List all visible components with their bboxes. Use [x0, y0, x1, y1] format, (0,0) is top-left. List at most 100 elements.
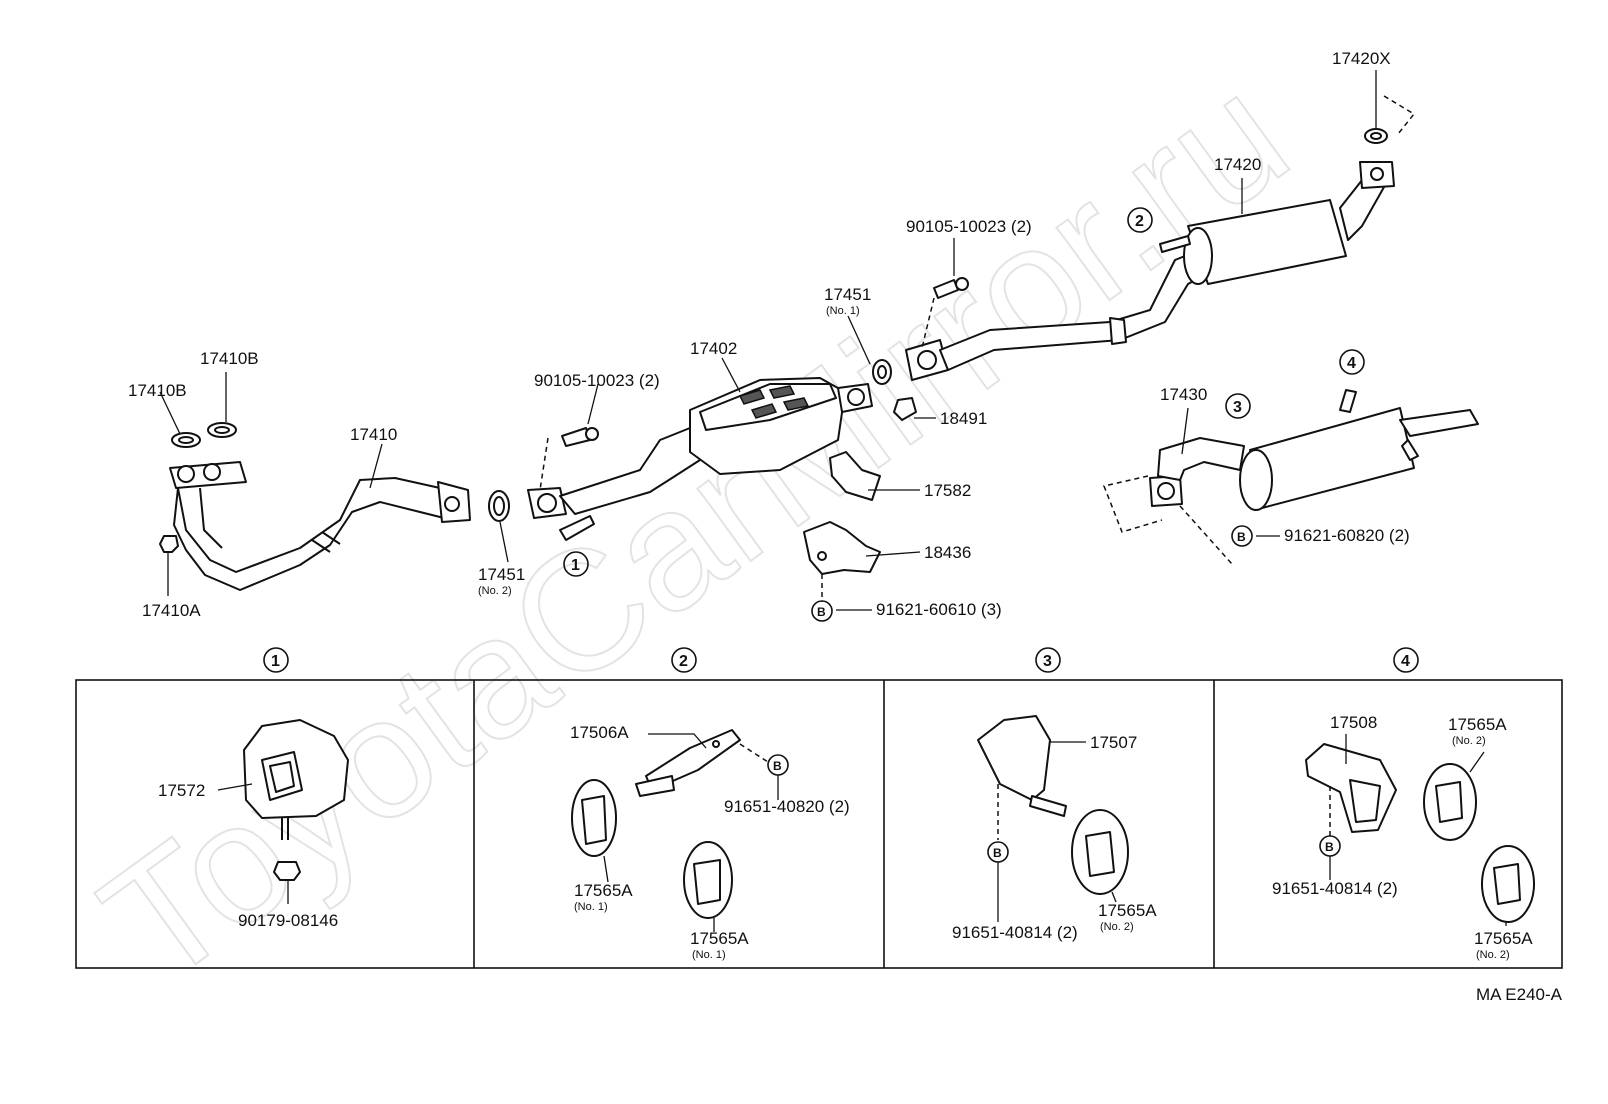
hanger-17506a	[635, 729, 741, 797]
svg-text:3: 3	[1233, 399, 1242, 416]
leader-17565a-p3	[1111, 891, 1117, 903]
dash-17430-right	[1179, 505, 1233, 565]
bracket-17582	[829, 451, 881, 501]
panel-3-header: 3	[1035, 647, 1061, 673]
note-17565a-p2b: (No. 1)	[692, 949, 726, 961]
nut-17410a	[159, 535, 179, 553]
label-91621-60820: 91621-60820 (2)	[1284, 526, 1410, 545]
svg-text:B: B	[1325, 840, 1334, 854]
callout-2-top: 2	[1127, 207, 1153, 233]
panel-2-header: 2	[671, 647, 697, 673]
leader-17506a	[648, 733, 707, 749]
diagram-code: MA E240-A	[1476, 985, 1563, 1004]
svg-text:B: B	[773, 759, 782, 773]
bolt-90105-top	[933, 277, 969, 299]
bracket-18491	[893, 397, 917, 421]
label-17582: 17582	[924, 481, 971, 500]
svg-text:3: 3	[1043, 653, 1052, 670]
label-91621-60610: 91621-60610 (3)	[876, 600, 1002, 619]
label-17430: 17430	[1160, 385, 1207, 404]
hanger-17508	[1305, 743, 1397, 833]
label-17420: 17420	[1214, 155, 1261, 174]
insulator-17565a-no2-p3	[1071, 809, 1129, 895]
dash-panel2	[739, 743, 769, 763]
center-pipe-17420	[905, 161, 1395, 381]
bolt-mark-b-panel3: B	[987, 841, 1009, 863]
bolt-mark-b-18436: B	[811, 600, 833, 622]
label-17410: 17410	[350, 425, 397, 444]
panel-4-header: 4	[1393, 647, 1419, 673]
label-17565a-p3: 17565A	[1098, 901, 1157, 920]
insulator-17565a-no1-a	[571, 779, 617, 857]
svg-text:B: B	[817, 605, 826, 619]
label-17508: 17508	[1330, 713, 1377, 732]
insulator-17565a-no2-p4a	[1423, 763, 1477, 841]
svg-text:1: 1	[571, 557, 580, 574]
svg-text:B: B	[993, 846, 1002, 860]
note-17451-no1: (No. 1)	[826, 305, 860, 317]
label-90105-top: 90105-10023 (2)	[906, 217, 1032, 236]
label-91651-40820: 91651-40820 (2)	[724, 797, 850, 816]
panel-1-header: 1	[263, 647, 289, 673]
svg-text:B: B	[1237, 530, 1246, 544]
dash-bolt-mid	[539, 437, 549, 491]
gasket-17410b	[171, 422, 237, 448]
label-90105-mid: 90105-10023 (2)	[534, 371, 660, 390]
svg-text:2: 2	[679, 653, 688, 670]
dash-17420x	[1383, 95, 1416, 135]
bolt-mark-b-panel4: B	[1319, 835, 1341, 857]
label-17572: 17572	[158, 781, 205, 800]
mount-17572	[243, 719, 349, 881]
converter-17402	[527, 377, 873, 541]
label-90179-08146: 90179-08146	[238, 911, 338, 930]
gasket-17451-no2	[488, 490, 510, 522]
dash-17430-left	[1102, 475, 1163, 533]
callout-3-top: 3	[1225, 393, 1251, 419]
svg-text:1: 1	[271, 653, 280, 670]
hanger-17507	[977, 715, 1067, 817]
note-17565a-p2a: (No. 1)	[574, 901, 608, 913]
label-17410b-b: 17410B	[128, 381, 187, 400]
bolt-mark-b-panel2: B	[767, 754, 789, 776]
svg-text:2: 2	[1135, 213, 1144, 230]
leader-17572	[217, 783, 253, 791]
leader-lines	[159, 70, 1377, 611]
bolt-mark-b-17430: B	[1231, 525, 1253, 547]
label-91651-40814-p4: 91651-40814 (2)	[1272, 879, 1398, 898]
leader-17565a-p2a	[603, 855, 609, 883]
note-17451-no2: (No. 2)	[478, 585, 512, 597]
front-pipe-17410	[169, 461, 471, 591]
tail-pipe-17430	[1149, 389, 1479, 511]
note-17565a-p4a: (No. 2)	[1452, 735, 1486, 747]
label-17506a: 17506A	[570, 723, 629, 742]
label-17451-no2: 17451	[478, 565, 525, 584]
label-17565a-p2a: 17565A	[574, 881, 633, 900]
detail-panels	[75, 679, 1563, 969]
label-17507: 17507	[1090, 733, 1137, 752]
leader-17565a-p4a	[1469, 751, 1485, 773]
label-17410a: 17410A	[142, 601, 201, 620]
label-17402: 17402	[690, 339, 737, 358]
label-18436: 18436	[924, 543, 971, 562]
gasket-17451-no1	[872, 359, 892, 385]
label-18491: 18491	[940, 409, 987, 428]
note-17565a-p4b: (No. 2)	[1476, 949, 1510, 961]
callout-4-top: 4	[1339, 349, 1365, 375]
label-17420x: 17420X	[1332, 49, 1391, 68]
svg-text:4: 4	[1347, 355, 1356, 372]
callout-1-top: 1	[563, 551, 589, 577]
gasket-17420x	[1364, 128, 1388, 144]
label-17565a-p4a: 17565A	[1448, 715, 1507, 734]
label-17410b-a: 17410B	[200, 349, 259, 368]
svg-text:4: 4	[1401, 653, 1410, 670]
label-91651-40814-p3: 91651-40814 (2)	[952, 923, 1078, 942]
label-17565a-p2b: 17565A	[690, 929, 749, 948]
bolt-90105-mid	[561, 427, 599, 447]
note-17565a-p3: (No. 2)	[1100, 921, 1134, 933]
label-17451-no1: 17451	[824, 285, 871, 304]
insulator-17565a-no2-p4b	[1481, 845, 1535, 923]
insulator-17565a-no1-b	[683, 841, 733, 919]
label-17565a-p4b: 17565A	[1474, 929, 1533, 948]
bracket-18436	[803, 521, 881, 575]
